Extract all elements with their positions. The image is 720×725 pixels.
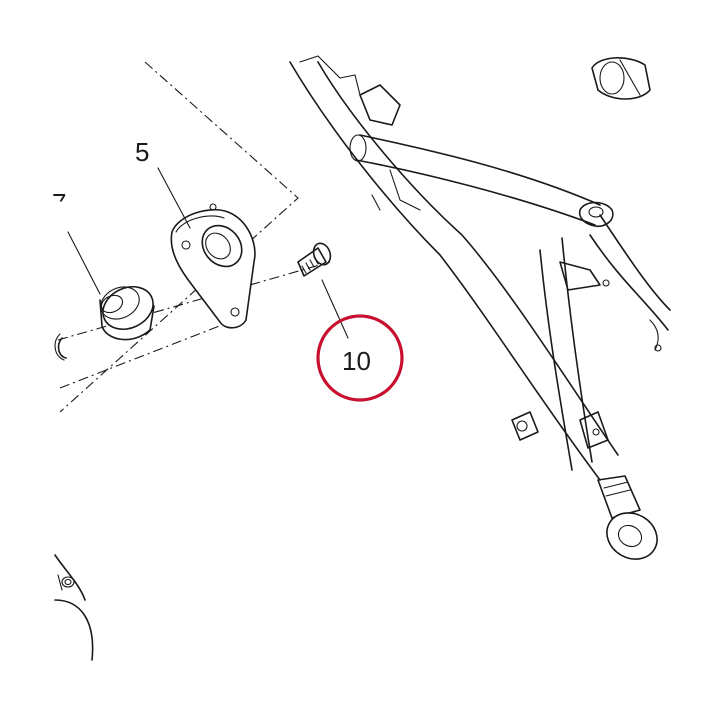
partial-component-lower-left <box>54 554 94 661</box>
bracket-plate-part-5 <box>170 203 256 329</box>
assembly-boundary <box>59 61 299 413</box>
highlight-ring <box>316 314 404 402</box>
bolt-part-10 <box>297 242 332 277</box>
motorcycle-frame <box>289 55 671 560</box>
callout-label-10: 10 <box>342 346 371 376</box>
callout-label-7: 7 <box>52 188 66 218</box>
assembly-axis-lines <box>57 261 331 389</box>
partial-washer-part <box>54 333 67 361</box>
leader-lines <box>67 167 349 339</box>
bushing-part-7 <box>99 286 155 341</box>
callout-label-5: 5 <box>135 137 149 167</box>
